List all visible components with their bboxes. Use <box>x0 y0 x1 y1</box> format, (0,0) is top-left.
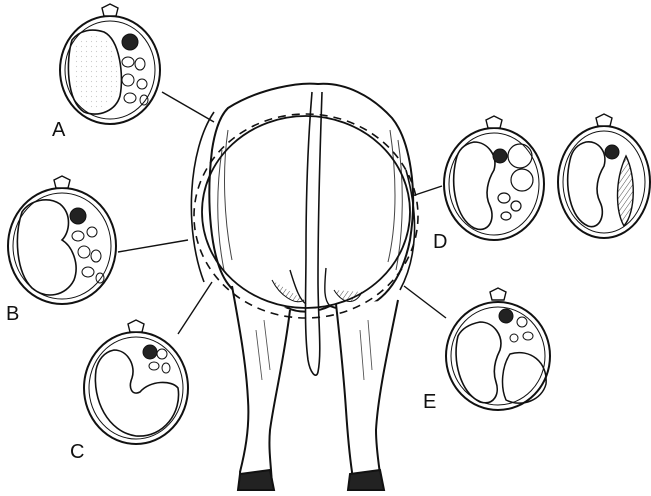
panel-label-d: D <box>433 232 447 252</box>
cow-left-leg <box>232 286 290 490</box>
cross-section-a <box>60 4 160 124</box>
cow-right-hoof <box>348 470 384 490</box>
cross-section-a-rumen-fill <box>74 36 118 108</box>
cross-section-d-left <box>444 116 544 240</box>
panel-label-b: B <box>6 304 19 324</box>
cow-right-leg <box>336 300 398 490</box>
cow-left-hoof <box>238 470 274 490</box>
cross-section-e <box>446 288 550 410</box>
cross-section-c <box>84 320 188 444</box>
leader-line-b <box>118 240 188 252</box>
panel-label-e: E <box>423 392 436 412</box>
cross-section-b <box>8 176 116 304</box>
cross-section-d-right <box>558 114 650 238</box>
leader-line-e <box>404 286 446 318</box>
leader-line-c <box>178 282 212 334</box>
panel-label-a: A <box>52 120 65 140</box>
panel-label-c: C <box>70 442 84 462</box>
leader-line-a <box>162 92 214 122</box>
leader-line-d <box>412 186 442 196</box>
